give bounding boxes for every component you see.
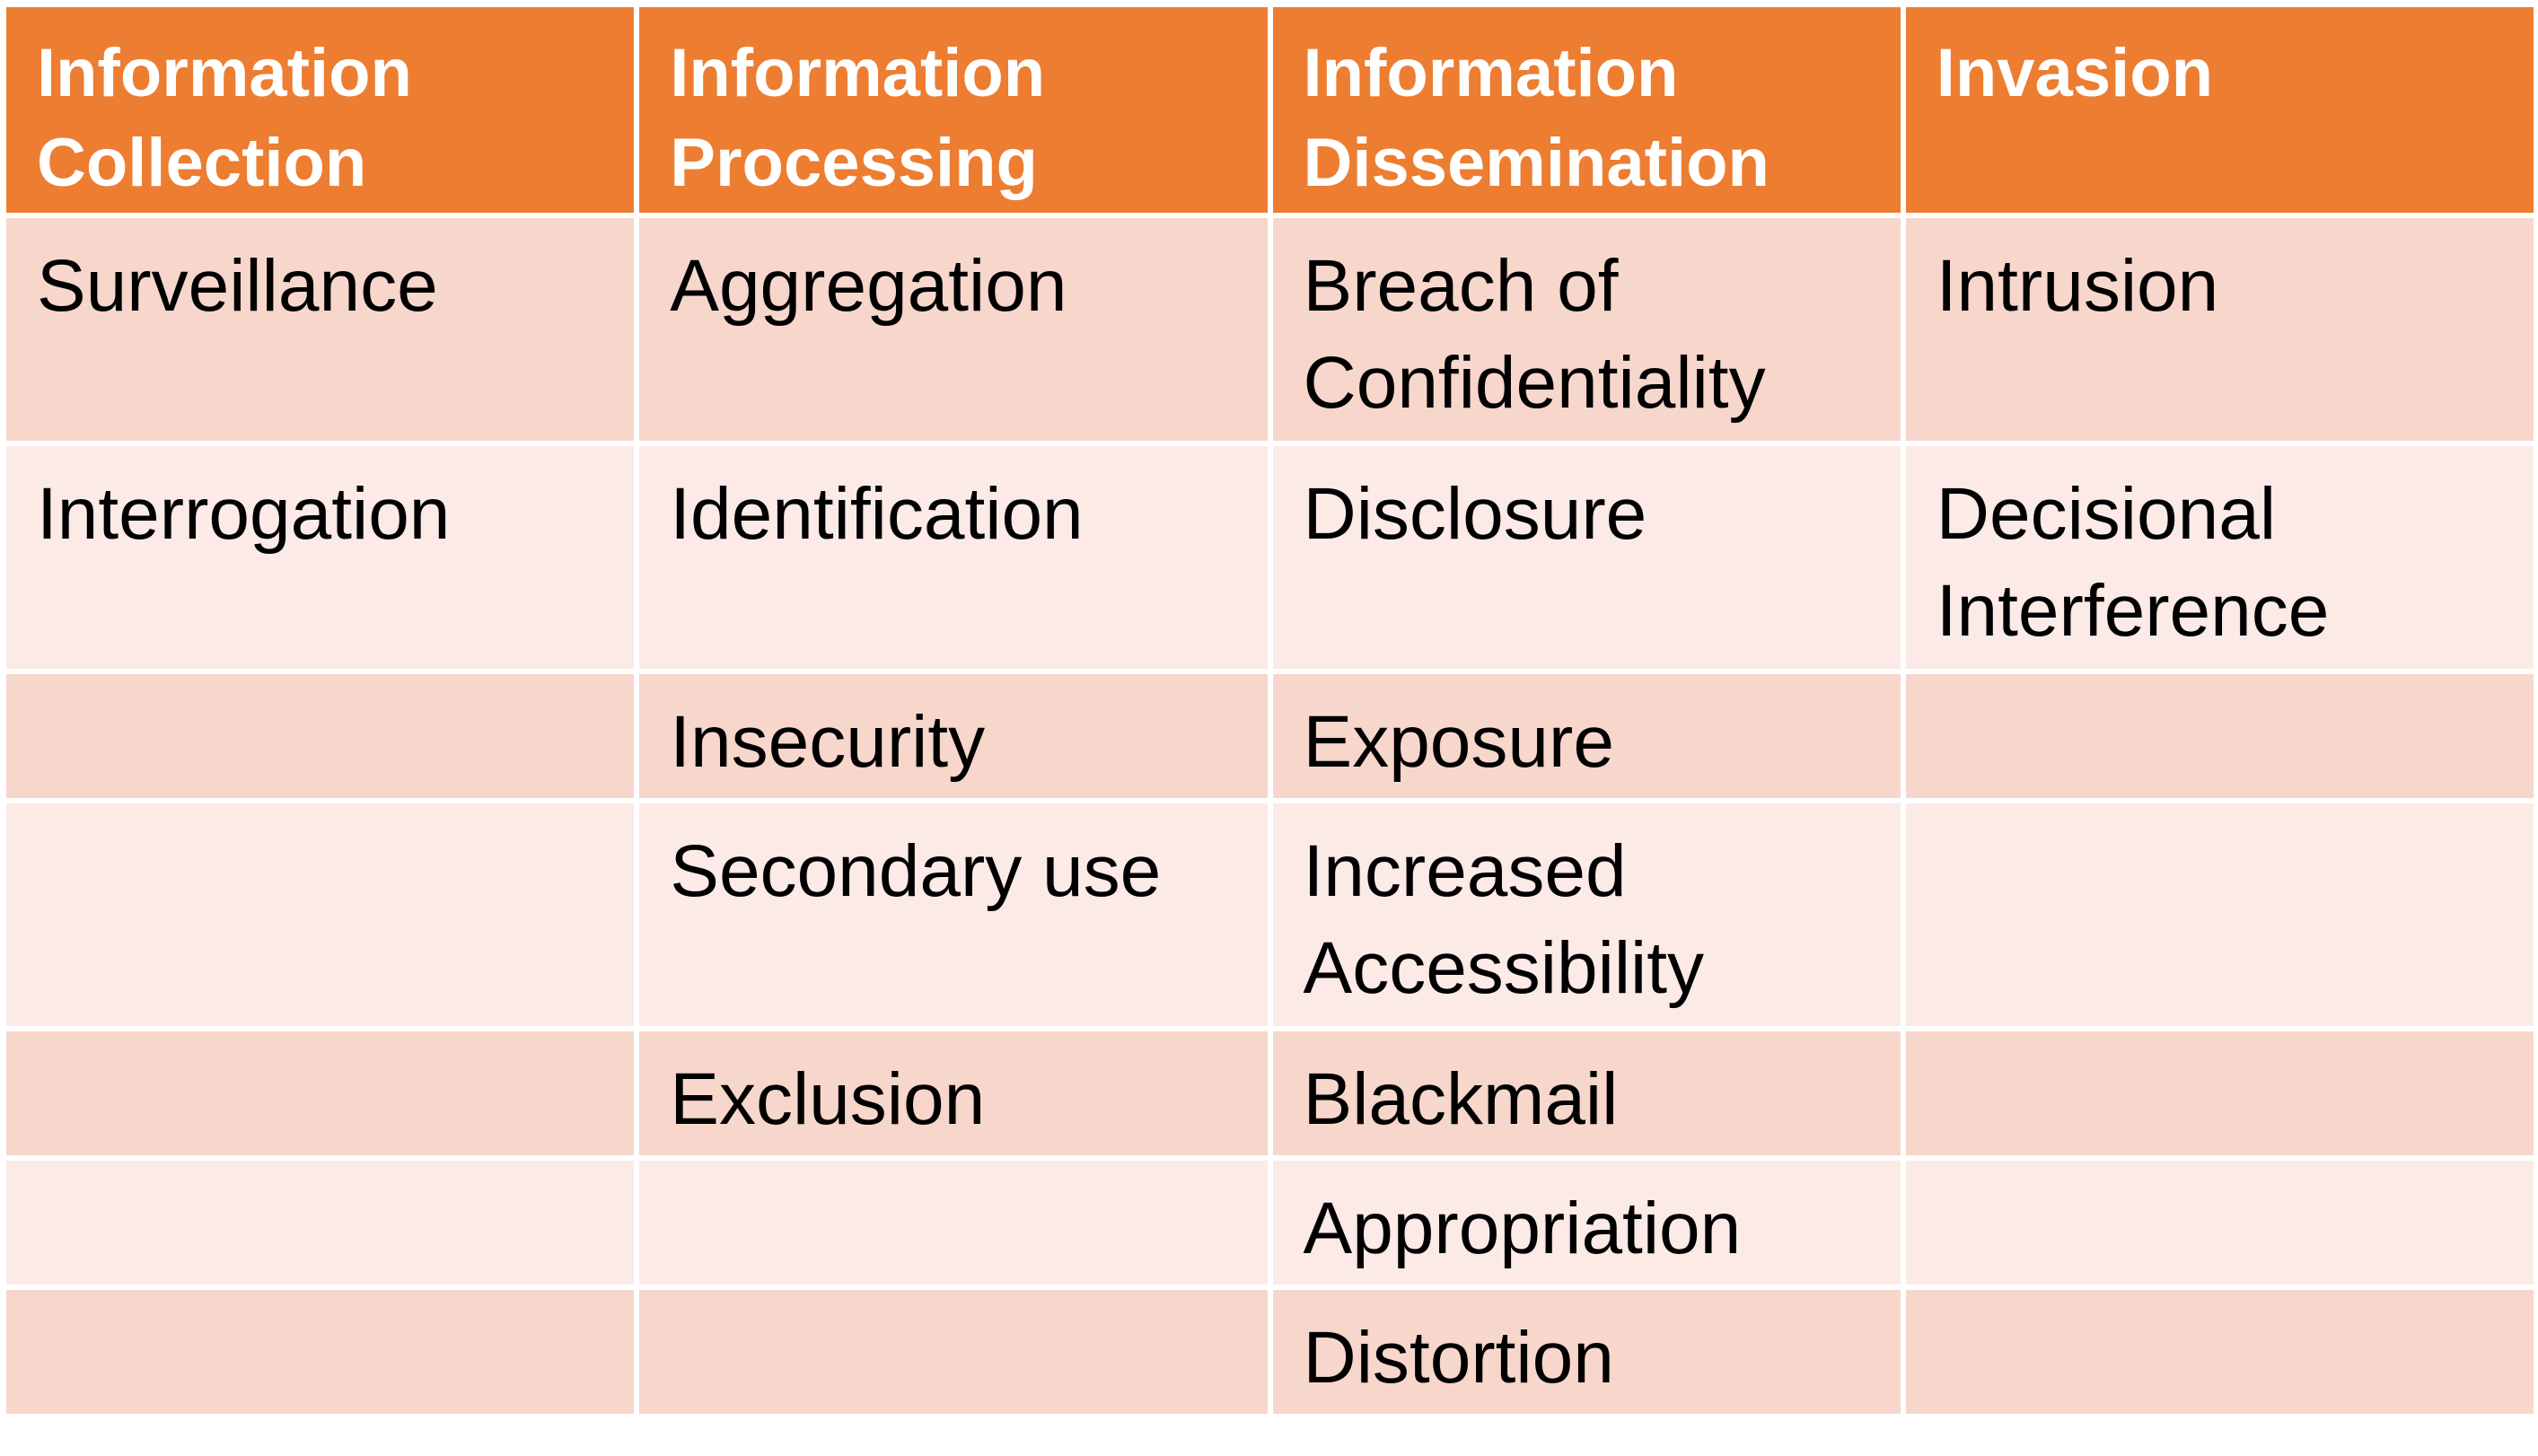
table-cell: Surveillance [6, 218, 635, 441]
table-cell: Increased Accessibility [1272, 803, 1901, 1026]
table-row: Interrogation Identification Disclosure … [6, 446, 2534, 669]
table-cell [1905, 803, 2534, 1026]
table-cell [1905, 674, 2534, 798]
header-information-collection: Information Collection [6, 7, 635, 213]
table-body: Surveillance Aggregation Breach of Confi… [6, 218, 2534, 1414]
table-cell: Aggregation [639, 218, 1268, 441]
privacy-taxonomy-table: Information Collection Information Proce… [1, 2, 2538, 1419]
table-cell: Appropriation [1272, 1161, 1901, 1285]
table-cell [1905, 1161, 2534, 1285]
table-row: Distortion [6, 1290, 2534, 1414]
table-cell [6, 674, 635, 798]
table-cell [6, 803, 635, 1026]
header-row: Information Collection Information Proce… [6, 7, 2534, 213]
table-cell: Secondary use [639, 803, 1268, 1026]
table-row: Appropriation [6, 1161, 2534, 1285]
table-cell: Blackmail [1272, 1031, 1901, 1155]
table-row: Insecurity Exposure [6, 674, 2534, 798]
table-cell [639, 1161, 1268, 1285]
table-row: Surveillance Aggregation Breach of Confi… [6, 218, 2534, 441]
table-header: Information Collection Information Proce… [6, 7, 2534, 213]
table-cell [6, 1031, 635, 1155]
table-row: Secondary use Increased Accessibility [6, 803, 2534, 1026]
table-cell: Intrusion [1905, 218, 2534, 441]
table-cell: Identification [639, 446, 1268, 669]
table-cell: Distortion [1272, 1290, 1901, 1414]
table-cell: Exposure [1272, 674, 1901, 798]
header-invasion: Invasion [1905, 7, 2534, 213]
header-information-dissemination: Information Dissemination [1272, 7, 1901, 213]
table-row: Exclusion Blackmail [6, 1031, 2534, 1155]
table-cell [6, 1290, 635, 1414]
table-cell [1905, 1290, 2534, 1414]
table-cell: Interrogation [6, 446, 635, 669]
table-cell [1905, 1031, 2534, 1155]
table-cell [6, 1161, 635, 1285]
header-information-processing: Information Processing [639, 7, 1268, 213]
table-cell: Insecurity [639, 674, 1268, 798]
table-cell: Exclusion [639, 1031, 1268, 1155]
table-cell [639, 1290, 1268, 1414]
table-cell: Breach of Confidentiality [1272, 218, 1901, 441]
table-cell: Disclosure [1272, 446, 1901, 669]
table-cell: Decisional Interference [1905, 446, 2534, 669]
